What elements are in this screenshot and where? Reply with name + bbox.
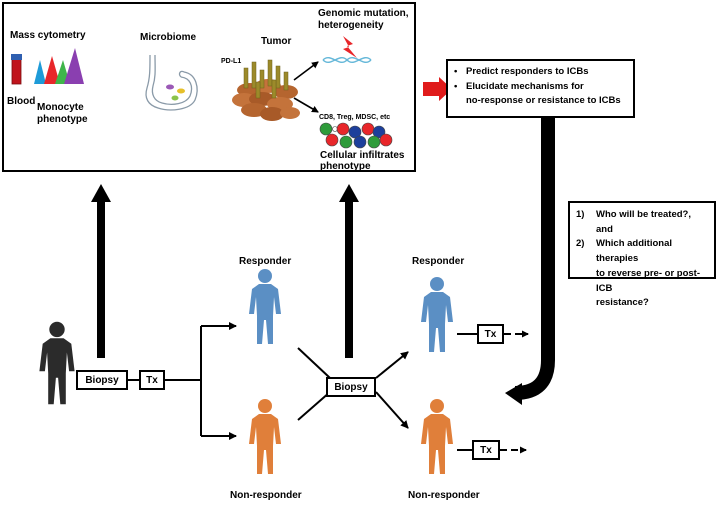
question-text: to reverse pre- or post-ICB bbox=[596, 267, 700, 294]
bacteria-icon bbox=[166, 84, 185, 101]
responder-figure-2 bbox=[421, 277, 453, 352]
question-text: Which additional therapies bbox=[596, 238, 672, 265]
non-responder-label-1: Non-responder bbox=[230, 490, 302, 501]
outcome-continuation: no-response or resistance to ICBs bbox=[466, 95, 621, 107]
non-responder-label-2: Non-responder bbox=[408, 490, 480, 501]
tx-box-2: Tx bbox=[477, 324, 504, 344]
pdl1-pegs-icon bbox=[243, 59, 289, 99]
outcome-item: Predict responders to ICBs bbox=[452, 65, 629, 80]
lightning-icon bbox=[343, 36, 357, 58]
question-text: Who will be treated?, and bbox=[596, 209, 692, 235]
tx-box-1: Tx bbox=[139, 370, 165, 390]
genomic-label-2: heterogeneity bbox=[318, 20, 384, 31]
pdl1-label: PD-L1 bbox=[221, 58, 242, 65]
biopsy-box-2: Biopsy bbox=[326, 377, 376, 397]
blood-label: Blood bbox=[7, 96, 36, 107]
outcome-item: Elucidate mechanisms for bbox=[452, 80, 629, 95]
arrow-to-non-responder-2 bbox=[375, 391, 409, 429]
arrow-tumor-to-genomic bbox=[293, 61, 319, 81]
monocyte-label-1: Monocyte bbox=[37, 102, 84, 113]
blood-tube-icon bbox=[11, 54, 22, 85]
infiltrate-label-1: Cellular infiltrates bbox=[320, 150, 405, 161]
question-item: to reverse pre- or post-ICB bbox=[576, 267, 710, 296]
question-item: 2) Which additional therapies bbox=[576, 237, 710, 266]
non-responder-figure-1 bbox=[249, 399, 281, 474]
mass-cytometry-label: Mass cytometry bbox=[10, 30, 86, 41]
dna-helix-icon bbox=[322, 57, 372, 63]
genomic-label-1: Genomic mutation, bbox=[318, 8, 409, 19]
gut-icon bbox=[145, 54, 198, 111]
up-arrow-left bbox=[91, 184, 111, 358]
question-item: resistance? bbox=[576, 296, 710, 311]
questions-box: 1) Who will be treated?, and 2) Which addi… bbox=[568, 201, 716, 308]
cytometry-peaks-icon bbox=[34, 48, 84, 84]
up-arrow-middle bbox=[339, 184, 359, 358]
resistance-arrow bbox=[505, 118, 555, 405]
arrow-tumor-to-infiltrates bbox=[293, 97, 319, 113]
arrow-to-responder-2 bbox=[375, 351, 409, 379]
infiltrate-markers-label: CD8, Treg, MDSC, etc bbox=[319, 114, 391, 121]
responder-label-2: Responder bbox=[412, 256, 465, 267]
outcomes-box: Predict responders to ICBs Elucidate mec… bbox=[446, 59, 635, 118]
responder-figure-1 bbox=[249, 269, 281, 344]
microbiome-label: Microbiome bbox=[140, 32, 197, 43]
patient-figure bbox=[39, 321, 75, 405]
question-item: 1) Who will be treated?, and bbox=[576, 208, 710, 237]
non-responder-figure-2 bbox=[421, 399, 453, 474]
tumor-label: Tumor bbox=[261, 36, 292, 47]
question-text: resistance? bbox=[596, 297, 649, 309]
question-number: 1) bbox=[576, 209, 585, 220]
tx-box-3: Tx bbox=[472, 440, 500, 460]
question-number: 2) bbox=[576, 238, 585, 250]
responder-label-1: Responder bbox=[239, 256, 292, 267]
biopsy-box-1: Biopsy bbox=[76, 370, 128, 390]
infiltrate-label-2: phenotype bbox=[320, 161, 371, 172]
immune-cells-icon bbox=[319, 122, 393, 149]
red-arrow bbox=[423, 77, 452, 101]
monocyte-label-2: phenotype bbox=[37, 114, 88, 125]
